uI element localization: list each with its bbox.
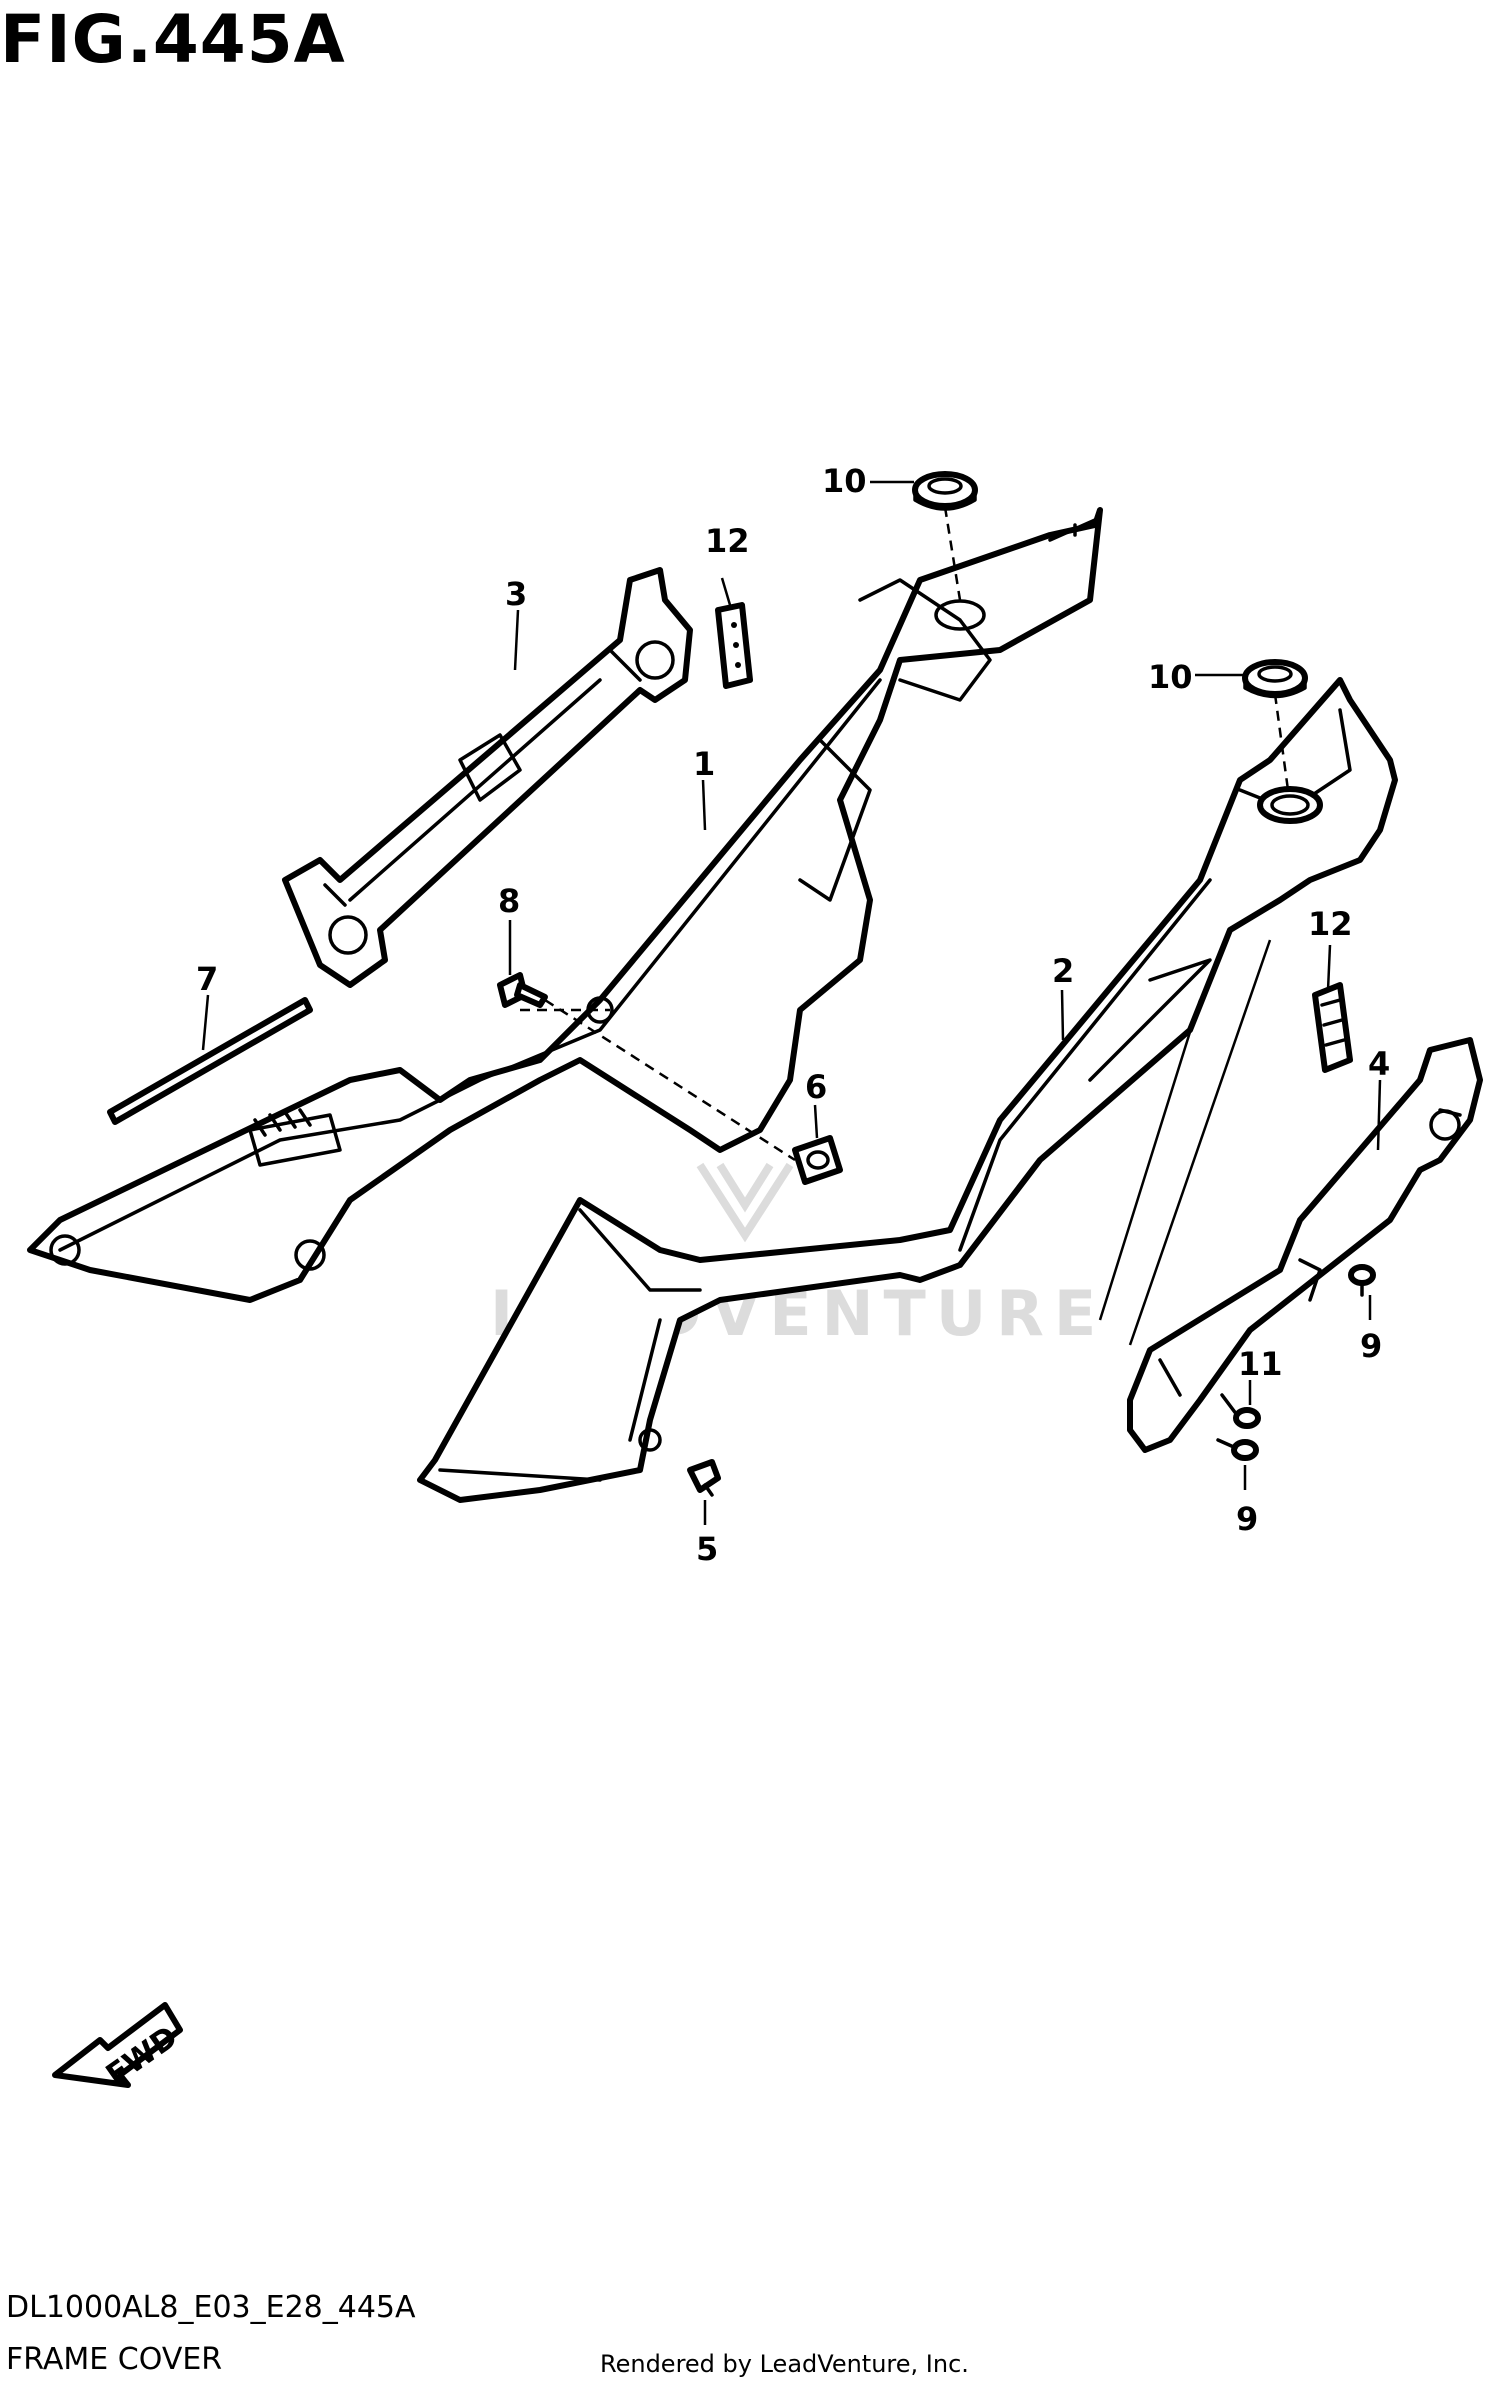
callouts: 3 12 10 10 1 2 12 4 7 8 6 9 11 9 5 <box>196 462 1390 1568</box>
part-12-upper[interactable] <box>715 602 753 689</box>
callout-1: 1 <box>693 745 715 783</box>
callout-5: 5 <box>696 1530 718 1568</box>
fwd-arrow: FWD <box>52 2002 184 2093</box>
part-1-frame-cover-left[interactable] <box>27 507 1103 1303</box>
callout-3: 3 <box>505 575 527 613</box>
callout-11: 11 <box>1238 1345 1283 1383</box>
part-10-grommet-right[interactable] <box>1242 659 1308 699</box>
callout-2: 2 <box>1052 952 1074 990</box>
footer: DL1000AL8_E03_E28_445A FRAME COVER Rende… <box>0 2290 1500 2390</box>
part-9-screw-upper[interactable] <box>1348 1264 1376 1297</box>
part-9-screw-lower[interactable] <box>1216 1438 1259 1461</box>
part-4-bracket[interactable] <box>1127 1037 1483 1453</box>
part-3-bracket[interactable] <box>282 567 693 988</box>
leader-lines <box>201 480 1382 1525</box>
section-name: FRAME COVER <box>6 2342 223 2377</box>
render-credit: Rendered by LeadVenture, Inc. <box>600 2350 969 2378</box>
figure-title: FIG.445A <box>0 1 346 78</box>
part-6-damper[interactable] <box>792 1135 843 1185</box>
callout-6: 6 <box>805 1068 827 1106</box>
callout-8: 8 <box>498 882 520 920</box>
part-11-screw[interactable] <box>1220 1393 1261 1429</box>
part-7-strip[interactable] <box>107 997 313 1125</box>
callout-7: 7 <box>196 960 218 998</box>
callout-4: 4 <box>1368 1045 1390 1083</box>
callout-10-upper: 10 <box>822 462 867 500</box>
part-12-right[interactable] <box>1312 982 1353 1073</box>
parts-diagram: LEADVENTURE <box>27 462 1483 2093</box>
part-8-bolt[interactable] <box>497 972 548 1008</box>
part-2-frame-cover-right[interactable] <box>417 677 1398 1503</box>
part-10-grommet-upper[interactable] <box>912 471 978 511</box>
callout-9-lower: 9 <box>1236 1500 1258 1538</box>
diagram-code: DL1000AL8_E03_E28_445A <box>6 2290 416 2325</box>
callout-10-right: 10 <box>1148 658 1193 696</box>
callout-9-upper: 9 <box>1360 1327 1382 1365</box>
callout-12-upper: 12 <box>705 522 750 560</box>
part-5-screw[interactable] <box>687 1459 721 1497</box>
callout-12-right: 12 <box>1308 905 1353 943</box>
